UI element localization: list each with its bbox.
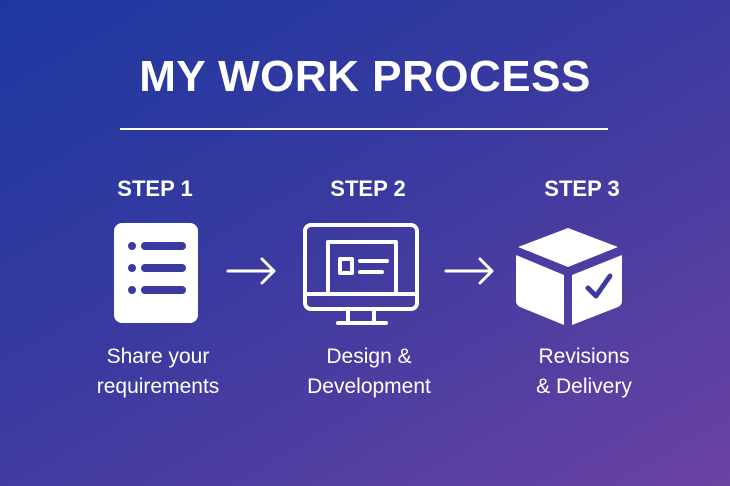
title-divider bbox=[120, 128, 608, 130]
step-1-description: Share your requirements bbox=[48, 342, 268, 402]
step-2-line-1: Design & bbox=[326, 345, 412, 368]
arrow-right-icon bbox=[226, 257, 276, 285]
step-2-label: STEP 2 bbox=[330, 176, 406, 201]
step-3-label: STEP 3 bbox=[544, 176, 620, 201]
step-3-line-2: & Delivery bbox=[536, 375, 632, 398]
step-1-line-1: Share your bbox=[106, 345, 210, 368]
step-3-line-1: Revisions bbox=[538, 345, 630, 368]
page-title: MY WORK PROCESS bbox=[139, 52, 591, 101]
step-2-description: Design & Development bbox=[259, 342, 479, 402]
step-1-line-2: requirements bbox=[96, 375, 220, 398]
list-document-icon bbox=[114, 223, 198, 323]
step-3-description: Revisions & Delivery bbox=[474, 342, 694, 402]
arrow-right-icon bbox=[444, 257, 494, 285]
monitor-icon bbox=[303, 223, 419, 325]
box-check-icon bbox=[516, 228, 622, 325]
step-1-label: STEP 1 bbox=[117, 176, 193, 201]
step-2-line-2: Development bbox=[307, 375, 431, 398]
